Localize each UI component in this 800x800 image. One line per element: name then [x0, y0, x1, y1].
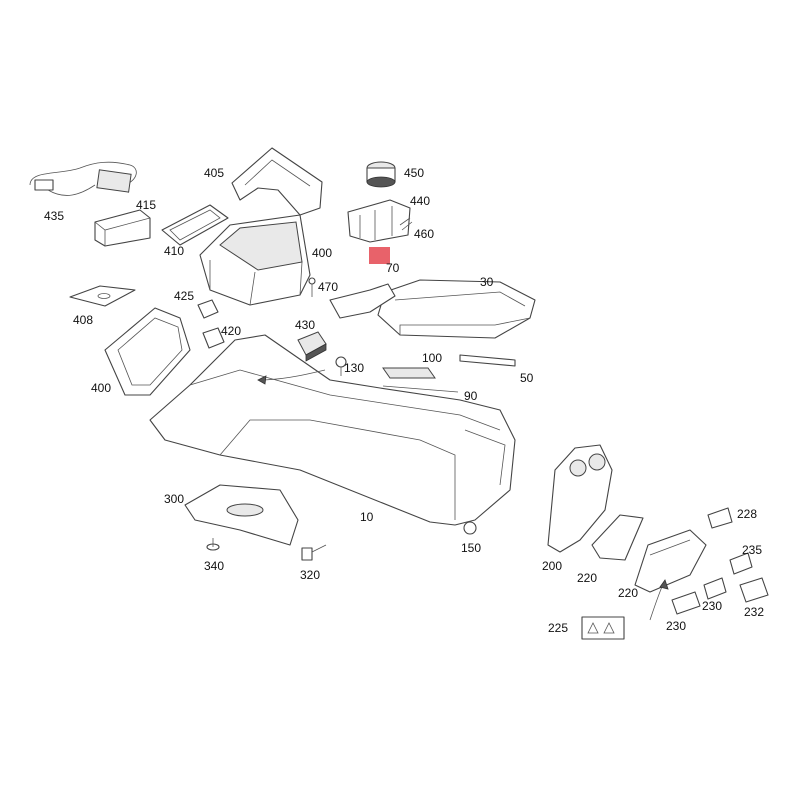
label-70: 70 [386, 261, 400, 275]
part-405-trim [231, 147, 323, 216]
label-425: 425 [174, 289, 194, 303]
label-220-a: 220 [577, 571, 597, 585]
part-130-screw [335, 356, 347, 376]
part-320-plug [301, 544, 327, 561]
label-30: 30 [480, 275, 494, 289]
part-340-bolt [206, 538, 220, 551]
part-460-clip [399, 217, 413, 231]
label-230-b: 230 [666, 619, 686, 633]
label-225: 225 [548, 621, 568, 635]
part-30-armrest [377, 279, 536, 339]
part-420-bracket [202, 327, 225, 349]
label-430: 430 [295, 318, 315, 332]
part-470-screw [308, 277, 316, 297]
label-400-a: 400 [312, 246, 332, 260]
label-400-b: 400 [91, 381, 111, 395]
label-200: 200 [542, 559, 562, 573]
part-300-tray [184, 484, 299, 546]
label-460: 460 [414, 227, 434, 241]
part-430-switch [297, 331, 327, 362]
part-220-panel-b [634, 529, 707, 593]
label-410: 410 [164, 244, 184, 258]
label-10: 10 [360, 510, 374, 524]
label-232: 232 [744, 605, 764, 619]
part-100-pad [382, 367, 436, 379]
label-405: 405 [204, 166, 224, 180]
label-435: 435 [44, 209, 64, 223]
label-235: 235 [742, 543, 762, 557]
label-408: 408 [73, 313, 93, 327]
part-150-clip [463, 521, 477, 535]
label-320: 320 [300, 568, 320, 582]
label-100: 100 [422, 351, 442, 365]
part-200-front-trim [547, 444, 613, 553]
label-220-b: 220 [618, 586, 638, 600]
part-440-controller [347, 199, 411, 243]
part-90-strip [382, 385, 459, 393]
part-410-frame [161, 204, 229, 246]
label-415: 415 [136, 198, 156, 212]
part-228-switch [707, 507, 733, 529]
label-300: 300 [164, 492, 184, 506]
part-230-switch-a [703, 577, 727, 600]
part-70-highlight [369, 247, 390, 264]
label-228: 228 [737, 507, 757, 521]
part-415-module [94, 209, 151, 247]
label-150: 150 [461, 541, 481, 555]
arrows [257, 369, 669, 621]
part-400-storage-box [199, 214, 311, 306]
part-230-switch-b [671, 591, 701, 615]
label-440: 440 [410, 194, 430, 208]
label-340: 340 [204, 559, 224, 573]
part-10-console [149, 334, 516, 526]
part-225-label [581, 616, 625, 640]
label-50: 50 [520, 371, 534, 385]
part-450-knob [366, 161, 396, 188]
part-70-latch [329, 283, 396, 319]
part-400-side-panel [104, 307, 191, 396]
label-450: 450 [404, 166, 424, 180]
part-435-cable [29, 161, 137, 196]
part-232-switch [739, 577, 769, 603]
part-408-mat [69, 285, 136, 307]
label-230-a: 230 [702, 599, 722, 613]
label-90: 90 [464, 389, 478, 403]
label-470: 470 [318, 280, 338, 294]
label-130: 130 [344, 361, 364, 375]
part-425-bracket [197, 299, 219, 319]
label-420: 420 [221, 324, 241, 338]
part-235-switch [729, 552, 753, 575]
part-50-rod [459, 354, 516, 367]
part-220-panel-a [591, 514, 644, 561]
